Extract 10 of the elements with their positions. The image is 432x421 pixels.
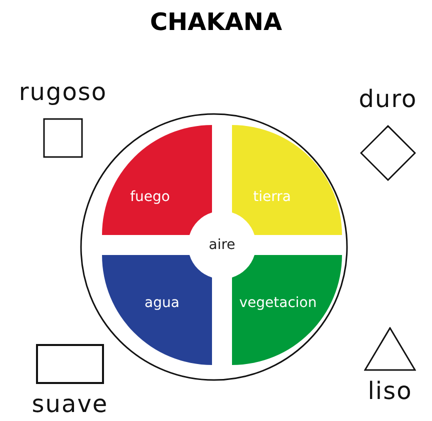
quadrant-label: vegetacion [239, 295, 317, 311]
quadrant-label: tierra [253, 189, 291, 205]
shape-label: suave [32, 392, 108, 416]
quadrant-label: fuego [130, 189, 170, 205]
shape-label: rugoso [18, 80, 108, 104]
title: CHAKANA [148, 8, 284, 36]
shape-label: liso [368, 379, 412, 403]
shape-label: duro [358, 87, 418, 111]
quadrant-label: agua [144, 295, 180, 311]
center-label: aire [208, 237, 236, 253]
